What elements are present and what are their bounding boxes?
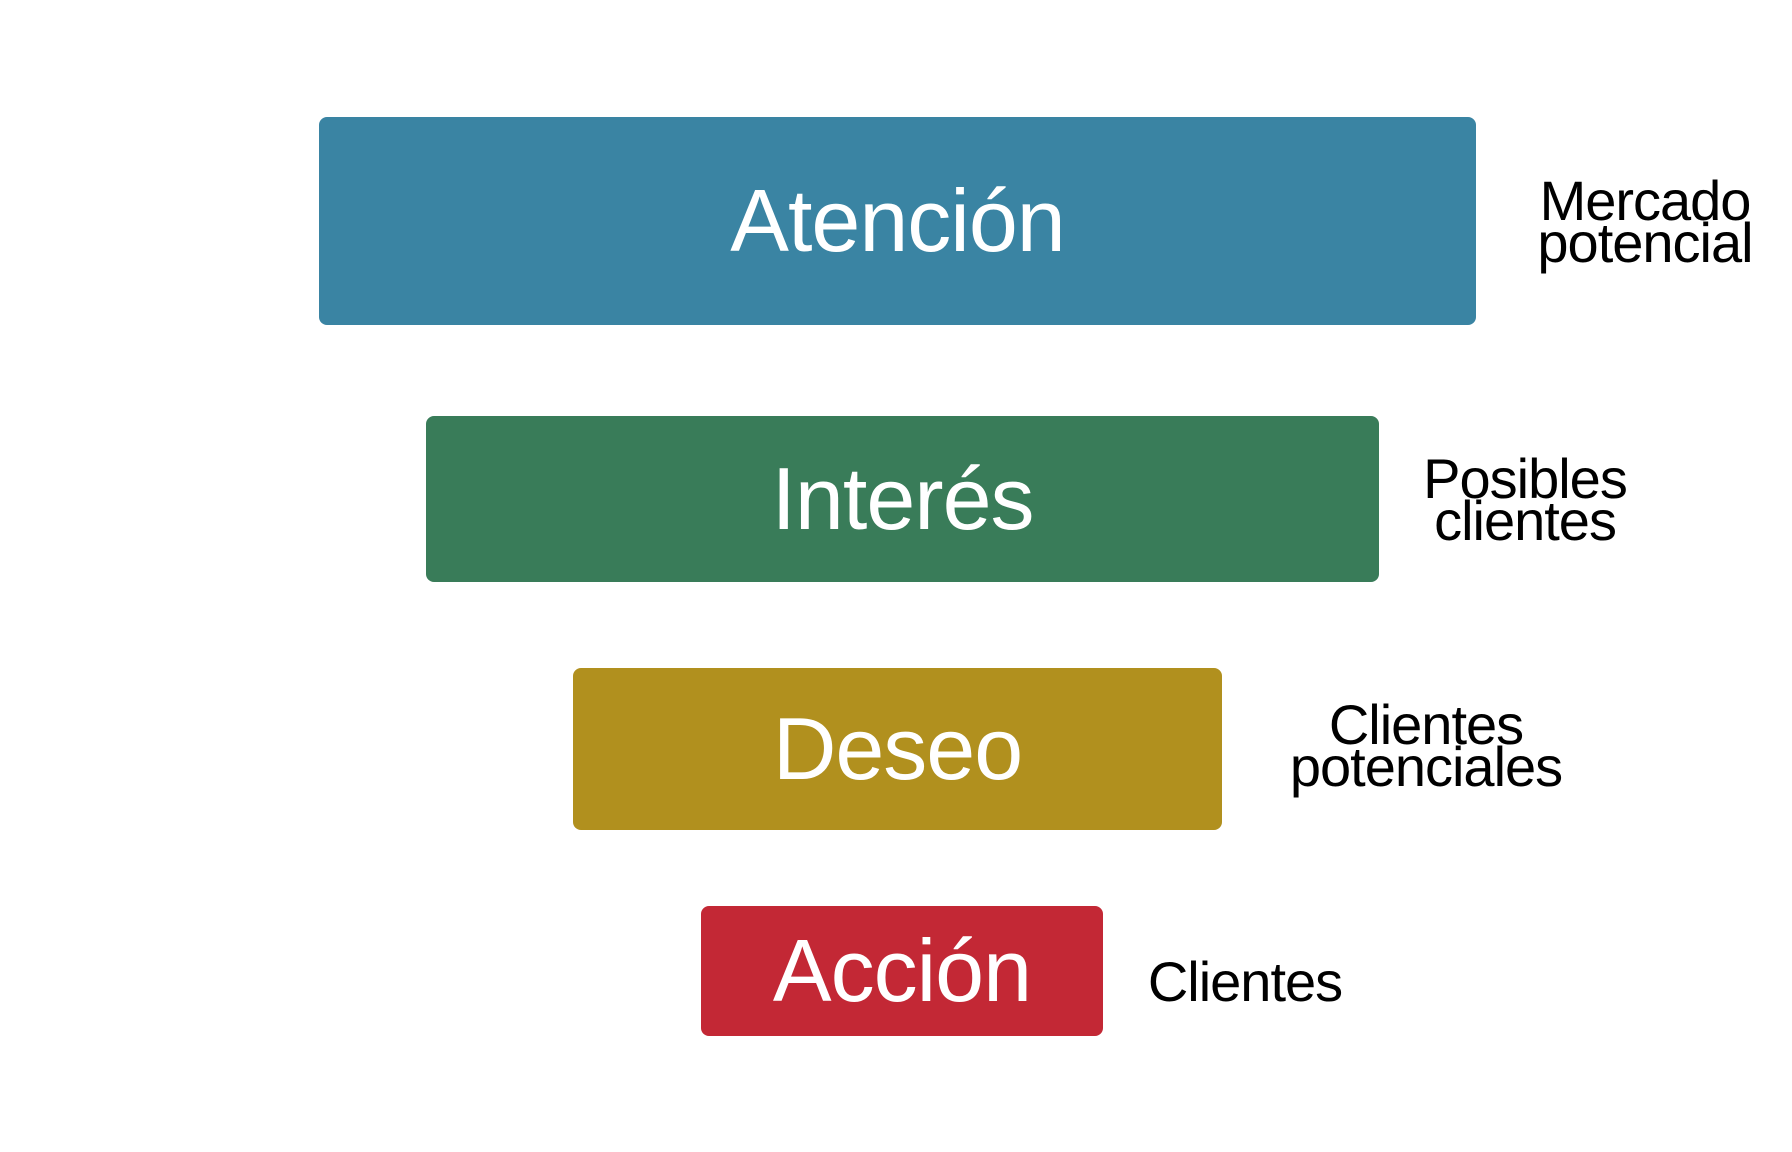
stage-bar-interes: Interés <box>426 416 1379 582</box>
stage-note-line: clientes <box>1434 489 1617 552</box>
stage-note-line: Posibles <box>1423 447 1628 510</box>
stage-note-accion: Clientes <box>1135 952 1355 1012</box>
stage-label-atencion: Atención <box>730 171 1065 270</box>
stage-note-interes: Posibles clientes <box>1420 447 1630 552</box>
stage-note-line: potenciales <box>1289 735 1563 798</box>
stage-note-line: Clientes <box>1328 693 1524 756</box>
stage-bar-atencion: Atención <box>319 117 1476 325</box>
stage-note-deseo: Clientes potenciales <box>1276 693 1576 798</box>
stage-note-line: potencial <box>1537 211 1753 274</box>
stage-label-interes: Interés <box>771 449 1034 548</box>
stage-note-atencion: Mercado potencial <box>1525 169 1765 274</box>
stage-bar-deseo: Deseo <box>573 668 1222 830</box>
stage-label-accion: Acción <box>772 921 1032 1020</box>
stage-note-line: Mercado <box>1539 169 1752 232</box>
stage-label-deseo: Deseo <box>772 699 1023 798</box>
stage-bar-accion: Acción <box>701 906 1103 1036</box>
stage-note-line: Clientes <box>1147 950 1343 1013</box>
